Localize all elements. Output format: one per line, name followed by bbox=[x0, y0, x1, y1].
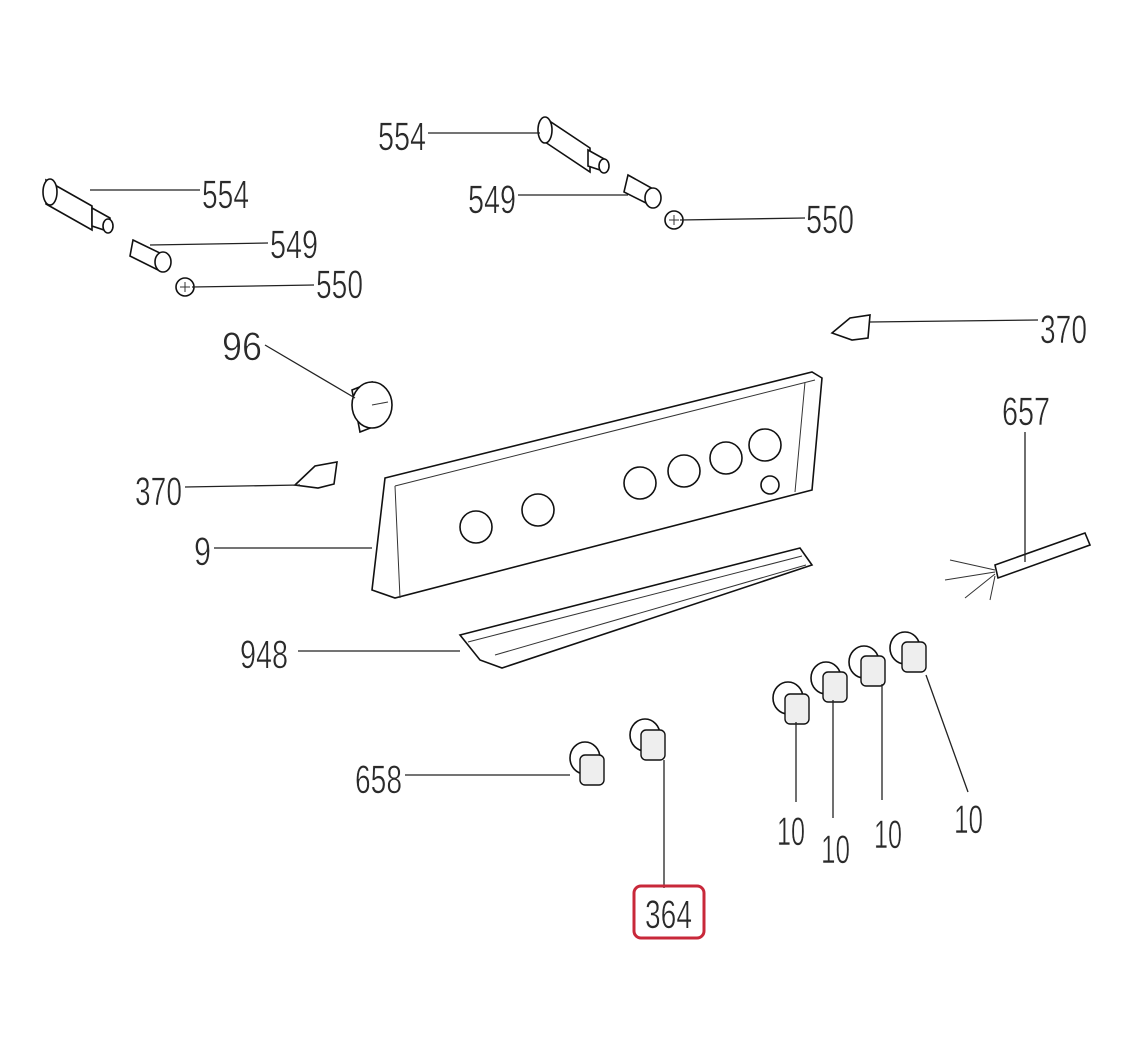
knob-extension-left[interactable] bbox=[42, 178, 114, 234]
label-657: 657 bbox=[1002, 390, 1050, 434]
label-658: 658 bbox=[355, 758, 402, 802]
knob-10-c[interactable] bbox=[848, 645, 886, 687]
label-549-top: 549 bbox=[468, 178, 516, 222]
burner-knob-holes bbox=[459, 428, 782, 544]
label-549-left: 549 bbox=[270, 223, 318, 267]
label-10-d: 10 bbox=[954, 798, 983, 842]
highlight-box-364 bbox=[632, 884, 706, 940]
label-10-a: 10 bbox=[777, 810, 805, 854]
label-554-top: 554 bbox=[378, 115, 426, 159]
label-554-left: 554 bbox=[202, 173, 249, 217]
knob-10-d[interactable] bbox=[889, 631, 927, 673]
sleeve-left[interactable] bbox=[129, 238, 172, 273]
label-96: 96 bbox=[222, 325, 262, 369]
label-370-right: 370 bbox=[1040, 308, 1087, 352]
knob-10-b[interactable] bbox=[810, 661, 848, 703]
label-550-left: 550 bbox=[316, 263, 363, 307]
clip-right[interactable] bbox=[830, 314, 871, 341]
label-948: 948 bbox=[240, 633, 288, 677]
control-panel[interactable] bbox=[371, 371, 823, 599]
cable[interactable] bbox=[944, 531, 1092, 601]
label-370-left: 370 bbox=[135, 470, 182, 514]
knob-658[interactable] bbox=[569, 741, 605, 786]
label-10-b: 10 bbox=[821, 828, 850, 872]
screw-left[interactable] bbox=[175, 277, 195, 297]
panel-trim[interactable] bbox=[458, 547, 814, 669]
timer-knob[interactable] bbox=[351, 380, 393, 434]
clip-left[interactable] bbox=[293, 461, 338, 489]
knob-extension-top[interactable] bbox=[537, 116, 610, 174]
label-10-c: 10 bbox=[874, 813, 902, 857]
label-550-top: 550 bbox=[806, 198, 854, 242]
label-9: 9 bbox=[194, 530, 211, 574]
label-364[interactable]: 364 bbox=[645, 893, 693, 938]
knob-10-a[interactable] bbox=[772, 681, 810, 725]
knob-364[interactable] bbox=[629, 718, 666, 761]
leader-lines bbox=[90, 132, 1039, 888]
sleeve-top[interactable] bbox=[623, 173, 662, 209]
